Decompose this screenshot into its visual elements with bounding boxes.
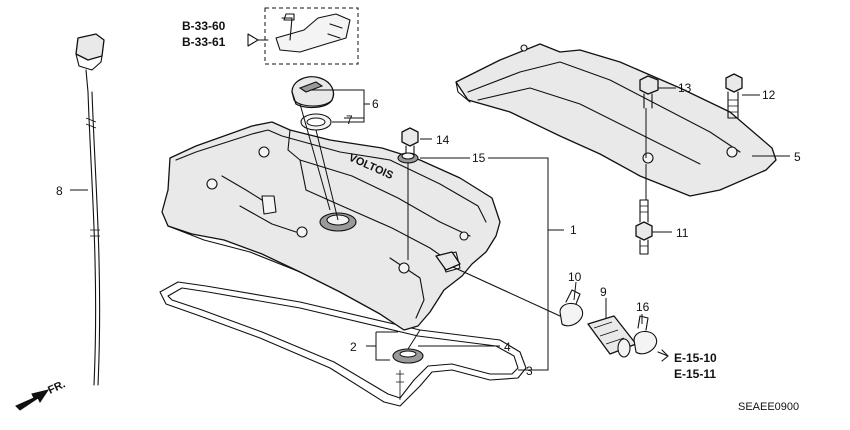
callout-15: 15 [472,151,486,165]
pcv-hose-9 [587,315,637,358]
diagram-code: SEAEE0900 [738,401,799,413]
cylinder-head-cover: VOLTOIS [161,121,501,331]
front-label: FR. [46,378,67,396]
ref-arrow-top [247,33,269,47]
callout-2: 2 [350,340,357,354]
ref-arrow-right [657,351,669,357]
callout-5: 5 [794,150,801,164]
ref-right-line2: E-15-11 [674,367,716,381]
oil-filler-cap-seal [300,113,332,131]
callout-13: 13 [678,81,692,95]
pcv-line [441,261,561,317]
tube-seal-2 [392,348,424,364]
callout-8: 8 [56,184,63,198]
head-cover-gasket [159,281,527,407]
callout-6: 6 [372,97,379,111]
ref-top-line1: B-33-60 [182,19,226,33]
hose-clamp-10 [559,289,584,327]
callout-11: 11 [676,226,689,240]
callout-16: 16 [636,300,650,314]
callout-3: 3 [526,364,533,378]
oil-filler-cap [291,76,335,109]
callout-14: 14 [436,133,450,147]
bolt-13 [639,75,659,109]
callout-1: 1 [570,223,577,237]
bolt-12 [725,73,743,119]
grommet-15 [397,152,419,164]
callout-9: 9 [600,285,607,299]
dipstick [75,33,105,386]
ref-right-line1: E-15-10 [674,351,717,365]
bolt-14 [401,127,419,157]
ignition-coil-cover [455,43,777,197]
ref-top-line2: B-33-61 [182,35,226,49]
callout-4: 4 [504,340,511,354]
callout-12: 12 [762,88,776,102]
pcv-fitting [435,251,461,271]
callout-7: 7 [346,113,353,127]
bracket-detail-box [264,7,359,65]
front-arrow-icon [15,389,50,411]
stud-bolt-11 [635,199,653,255]
hose-clamp-16 [633,315,658,355]
callout-10: 10 [568,270,582,284]
